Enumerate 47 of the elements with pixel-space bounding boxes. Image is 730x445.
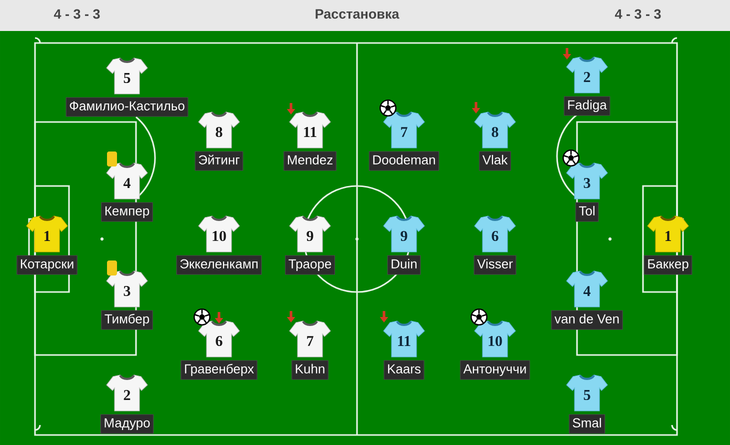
jersey: 2: [106, 374, 148, 412]
jersey: 9: [383, 216, 425, 252]
jersey: 7: [289, 320, 331, 358]
jersey: 1: [647, 216, 689, 252]
player-name: van de Ven: [551, 310, 623, 330]
jersey: 3: [566, 162, 608, 200]
jersey: 6: [198, 320, 240, 358]
player-name: Fadiga: [564, 96, 610, 116]
jersey: 9: [289, 216, 331, 252]
jersey: 4: [566, 270, 608, 308]
jersey: 7: [383, 112, 425, 148]
player-name: Tol: [575, 202, 599, 222]
jersey: 8: [474, 112, 516, 148]
player-name: Траоре: [285, 255, 335, 275]
formation-label: 4 - 3 - 3: [614, 9, 661, 19]
player-name: Duin: [387, 255, 421, 275]
jersey: 10: [474, 320, 516, 358]
player-name: Mendez: [284, 151, 336, 171]
jersey: 5: [106, 58, 148, 94]
jersey: 8: [198, 112, 240, 148]
player-name: Эйтинг: [194, 151, 244, 171]
jersey: 4: [106, 162, 148, 200]
jersey: 1: [26, 216, 68, 252]
player-name: Эккеленкамп: [176, 255, 262, 275]
player-name: Smal: [568, 414, 606, 434]
player-name: Doodeman: [368, 151, 440, 171]
player-name: Kaars: [384, 360, 424, 380]
jersey: 5: [566, 374, 608, 412]
player-name: Баккер: [644, 255, 692, 275]
player-name: Мадуро: [100, 414, 154, 434]
player-name: Kuhn: [292, 360, 328, 380]
jersey: 2: [566, 56, 608, 94]
jersey: 3: [106, 270, 148, 308]
title: Расстановка: [316, 9, 400, 19]
jersey: 6: [474, 216, 516, 252]
jersey: 10: [198, 216, 240, 252]
jersey: 11: [383, 320, 425, 358]
player-name: Кемпер: [101, 202, 153, 222]
formation-label: 4 - 3 - 3: [54, 9, 100, 19]
player-name: Котарски: [16, 255, 78, 275]
player-name: Vlak: [479, 151, 511, 171]
player-name: Гравенберх: [180, 360, 258, 380]
player-name: Антонуччи: [460, 360, 530, 380]
player-name: Тимбер: [101, 310, 153, 330]
player-name: Фамилио-Кастильо: [66, 97, 188, 117]
jersey: 11: [289, 112, 331, 148]
player-name: Visser: [474, 255, 516, 275]
